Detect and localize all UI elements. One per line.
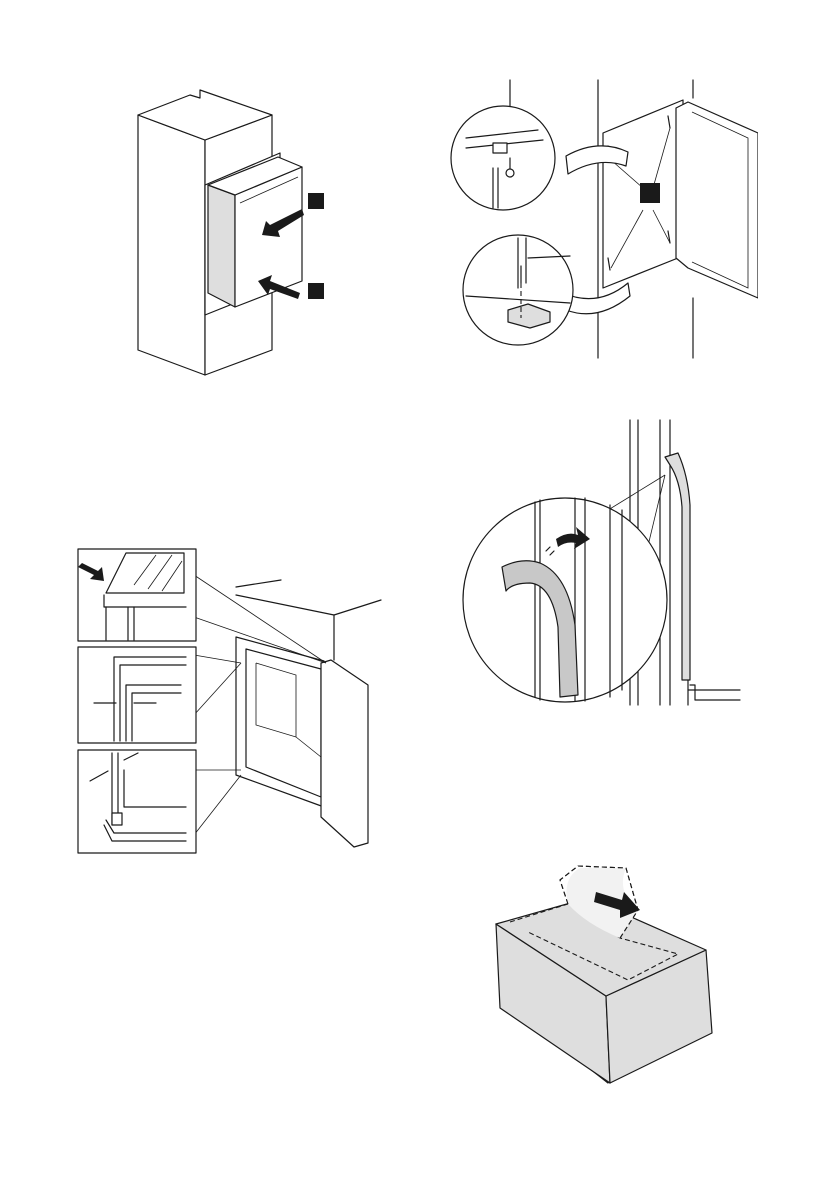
- appliance-side: [208, 185, 235, 307]
- cabinet-edge: [236, 595, 381, 615]
- figure-seal-strip: [460, 415, 745, 715]
- zoom-circle-top: [451, 106, 555, 210]
- cabinet-side-panel: [138, 115, 205, 375]
- open-door: [321, 660, 368, 847]
- callout-line: [194, 775, 241, 835]
- hinge-block: [493, 143, 507, 153]
- callout-line: [194, 663, 241, 715]
- figure-cabinet-insert: [130, 85, 350, 380]
- hinge-clip: [112, 813, 122, 825]
- seal-strip-illustration: [460, 415, 745, 715]
- cabinet-insert-illustration: [130, 85, 350, 380]
- figure-door-gap-detail: [76, 545, 388, 857]
- step-marker-2: [308, 283, 324, 299]
- step-marker-3: [640, 183, 660, 203]
- seal-strip: [665, 453, 690, 680]
- callout-box-bottom: [78, 750, 196, 853]
- figure-tape-removal: [488, 858, 720, 1086]
- base-profile: [690, 685, 740, 700]
- tape-removal-illustration: [488, 858, 720, 1086]
- figure-screw-fixing: [448, 78, 758, 363]
- open-door: [676, 102, 758, 298]
- callout-line: [194, 655, 241, 663]
- screw-head: [506, 169, 514, 177]
- door-gap-illustration: [76, 545, 388, 857]
- step-marker-1: [308, 193, 324, 209]
- cabinet-edge: [236, 580, 281, 587]
- screw-fixing-illustration: [448, 78, 758, 363]
- callout-box-middle: [78, 647, 196, 743]
